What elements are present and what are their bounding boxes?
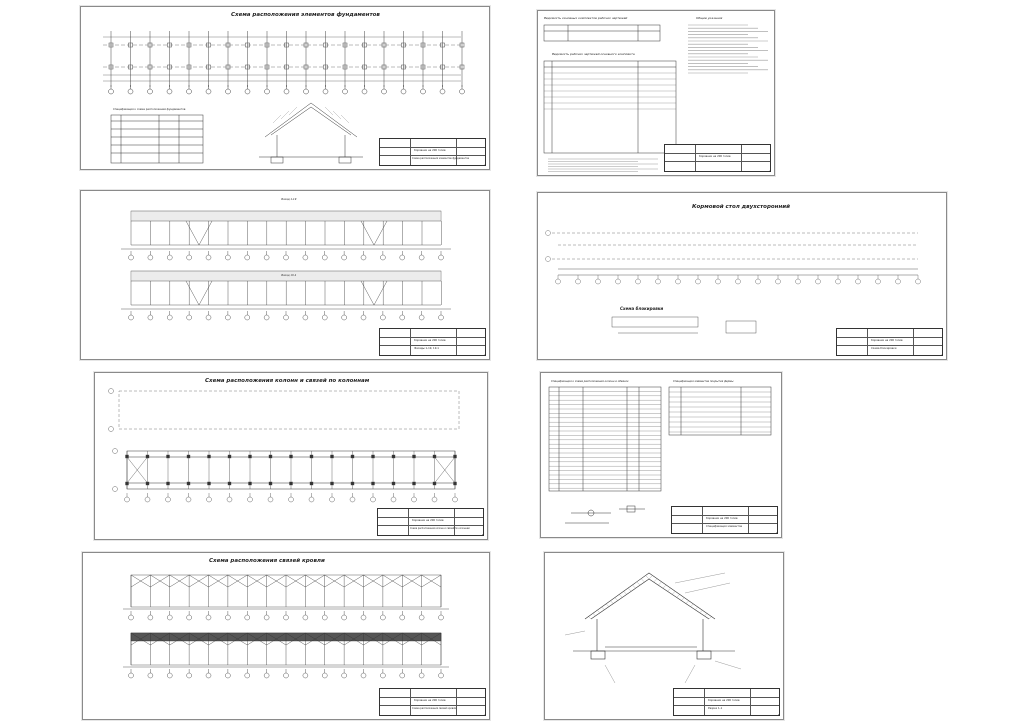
page-number: 4 [941,353,943,357]
page-number: 6 [776,531,778,535]
sheet-title: Схема расположения связей кровли [209,558,325,564]
page-number: 5 [482,533,484,537]
sheet-title: Кормовой стол двухсторонний [692,204,790,210]
sheet-facades: Фасад 1-19 Фасад 19-1 Коровник на 200 го… [80,190,490,360]
stamp-project-name: Коровник на 200 голов [871,339,903,342]
sheet-feed-table: Кормовой стол двухсторонний Схема блокир… [537,192,947,360]
columns-drawing [108,388,460,503]
stamp-project-name: Коровник на 200 голов [414,699,446,702]
stamp-project-name: Коровник на 200 голов [699,155,731,158]
table2-title: Спецификация элементов покрытия фермы [673,380,734,383]
stamp-project-name: Коровник на 200 голов [414,149,446,152]
table2-title: Ведомость рабочих чертежей основного ком… [552,52,635,56]
page-number: 7 [484,713,486,717]
title-block: Коровник на 200 голов [664,144,771,172]
facade-label-a: Фасад 1-19 [281,198,297,201]
sheet-general-notes: Ведомость основных комплектов рабочих че… [537,10,775,176]
stamp-project-name: Коровник на 200 голов [706,517,738,520]
sheet-title: Схема расположения колонн и связей по ко… [205,378,370,384]
stamp-sheet-name: Схема расположения элементов фундаментов [412,157,469,160]
title-block: Коровник на 200 голов Схема блокировки [836,328,943,356]
facade-label-b: Фасад 19-1 [281,274,297,277]
stamp-sheet-name: Разрез 1-1 [708,707,723,710]
stamp-sheet-name: Схема расположения связей кровли [412,707,457,710]
feed-table-drawing [545,230,921,334]
foundation-drawing [103,31,465,164]
sheet-specifications: Спецификация к схеме расположения колонн… [540,372,782,538]
stamp-sheet-name: Схема блокировки [871,347,897,350]
sheet-title: Схема расположения элементов фундаментов [231,12,380,18]
roof-bracing-drawing [123,574,449,679]
sheet-foundation-plan: Схема расположения элементов фундаментов [80,6,490,170]
title-block: Коровник на 200 голов Спецификация элеме… [671,506,778,534]
stamp-project-name: Коровник на 200 голов [414,339,446,342]
page-number: 2 [769,169,771,173]
spec-tables [548,386,772,524]
title-block: Коровник на 200 голов Схема расположения… [379,688,486,716]
stamp-project-name: Коровник на 200 голов [412,519,444,522]
page-number: 3 [484,353,486,357]
sheet-columns-plan: Схема расположения колонн и связей по ко… [94,372,488,540]
table-title: Ведомость основных комплектов рабочих че… [544,16,628,20]
table-title: Спецификация к схеме расположения фундам… [113,108,186,111]
stamp-project-name: Коровник на 200 голов [708,699,740,702]
title-block: Коровник на 200 голов Фасады 1-19, 19-1 [379,328,486,356]
table1-title: Спецификация к схеме расположения колонн… [551,380,629,383]
page-number: 8 [778,713,780,717]
title-block: Коровник на 200 голов Разрез 1-1 [673,688,780,716]
stamp-sheet-name: Спецификация элементов [706,525,743,528]
facades-drawing [121,210,451,321]
section-drawing [564,572,742,684]
page-number: 1 [484,163,486,167]
notes-tables [543,24,768,172]
stamp-sheet-name: Фасады 1-19, 19-1 [414,347,439,350]
blocking-title: Схема блокировки [620,306,664,311]
sheet-section: Коровник на 200 голов Разрез 1-1 8 [544,552,784,720]
sheet-roof-bracing: Схема расположения связей кровли Коровни… [82,552,490,720]
notes-title: Общие указания [696,16,723,20]
stamp-sheet-name: Схема расположения колонн и связей по ко… [410,527,470,530]
title-block: Коровник на 200 голов Схема расположения… [377,508,484,536]
title-block: Коровник на 200 голов Схема расположения… [379,138,486,166]
